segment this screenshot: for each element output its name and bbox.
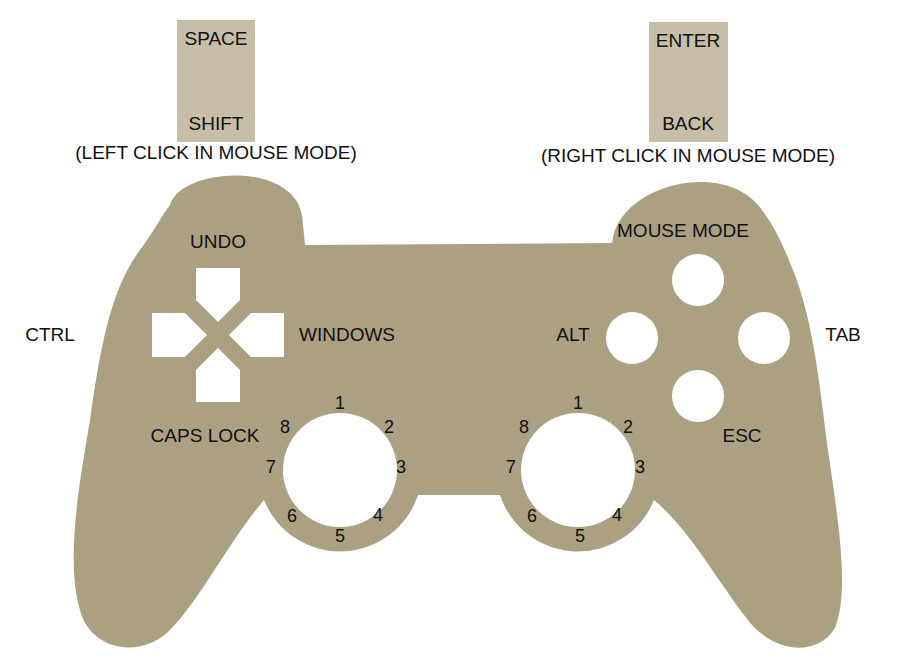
direction-number: 5 xyxy=(335,526,345,548)
direction-number: 6 xyxy=(527,506,537,528)
left-stick xyxy=(283,413,397,527)
face-button xyxy=(672,254,724,306)
direction-number: 7 xyxy=(506,457,516,479)
face-button xyxy=(606,312,658,364)
controller-body xyxy=(74,175,842,647)
button-label: MOUSE MODE xyxy=(617,220,749,243)
direction-number: 2 xyxy=(384,417,394,439)
direction-number: 3 xyxy=(635,457,645,479)
direction-number: 8 xyxy=(280,417,290,439)
direction-number: 2 xyxy=(623,417,633,439)
direction-number: 4 xyxy=(373,505,383,527)
direction-number: 4 xyxy=(612,505,622,527)
d-pad xyxy=(152,268,284,402)
direction-number: 6 xyxy=(287,506,297,528)
direction-number: 7 xyxy=(266,457,276,479)
button-label: ESC xyxy=(722,425,761,448)
button-label: CTRL xyxy=(25,324,75,347)
button-label: (LEFT CLICK IN MOUSE MODE) xyxy=(75,142,357,165)
direction-number: 8 xyxy=(519,417,529,439)
button-label: WINDOWS xyxy=(299,324,395,347)
button-label: UNDO xyxy=(190,231,246,254)
button-key-label: SHIFT xyxy=(189,113,244,136)
button-key-label: BACK xyxy=(662,113,714,136)
direction-number: 3 xyxy=(396,457,406,479)
button-label: CAPS LOCK xyxy=(151,425,260,448)
shoulder-button: ENTER BACK xyxy=(649,22,728,142)
d-pad-left xyxy=(152,313,207,357)
face-button xyxy=(672,370,724,422)
direction-number: 1 xyxy=(573,393,583,415)
d-pad-right xyxy=(229,313,284,357)
direction-number: 1 xyxy=(335,393,345,415)
button-key-label: ENTER xyxy=(656,30,720,53)
face-buttons xyxy=(606,254,790,422)
button-label: ALT xyxy=(556,324,589,347)
d-pad-down xyxy=(196,348,240,402)
d-pad-up xyxy=(196,268,240,322)
face-button xyxy=(738,312,790,364)
button-key-label: SPACE xyxy=(184,28,247,51)
button-label: (RIGHT CLICK IN MOUSE MODE) xyxy=(541,145,835,168)
shoulder-button: SPACE SHIFT xyxy=(177,20,255,142)
button-label: TAB xyxy=(825,324,861,347)
right-stick xyxy=(521,413,635,527)
direction-number: 5 xyxy=(575,526,585,548)
